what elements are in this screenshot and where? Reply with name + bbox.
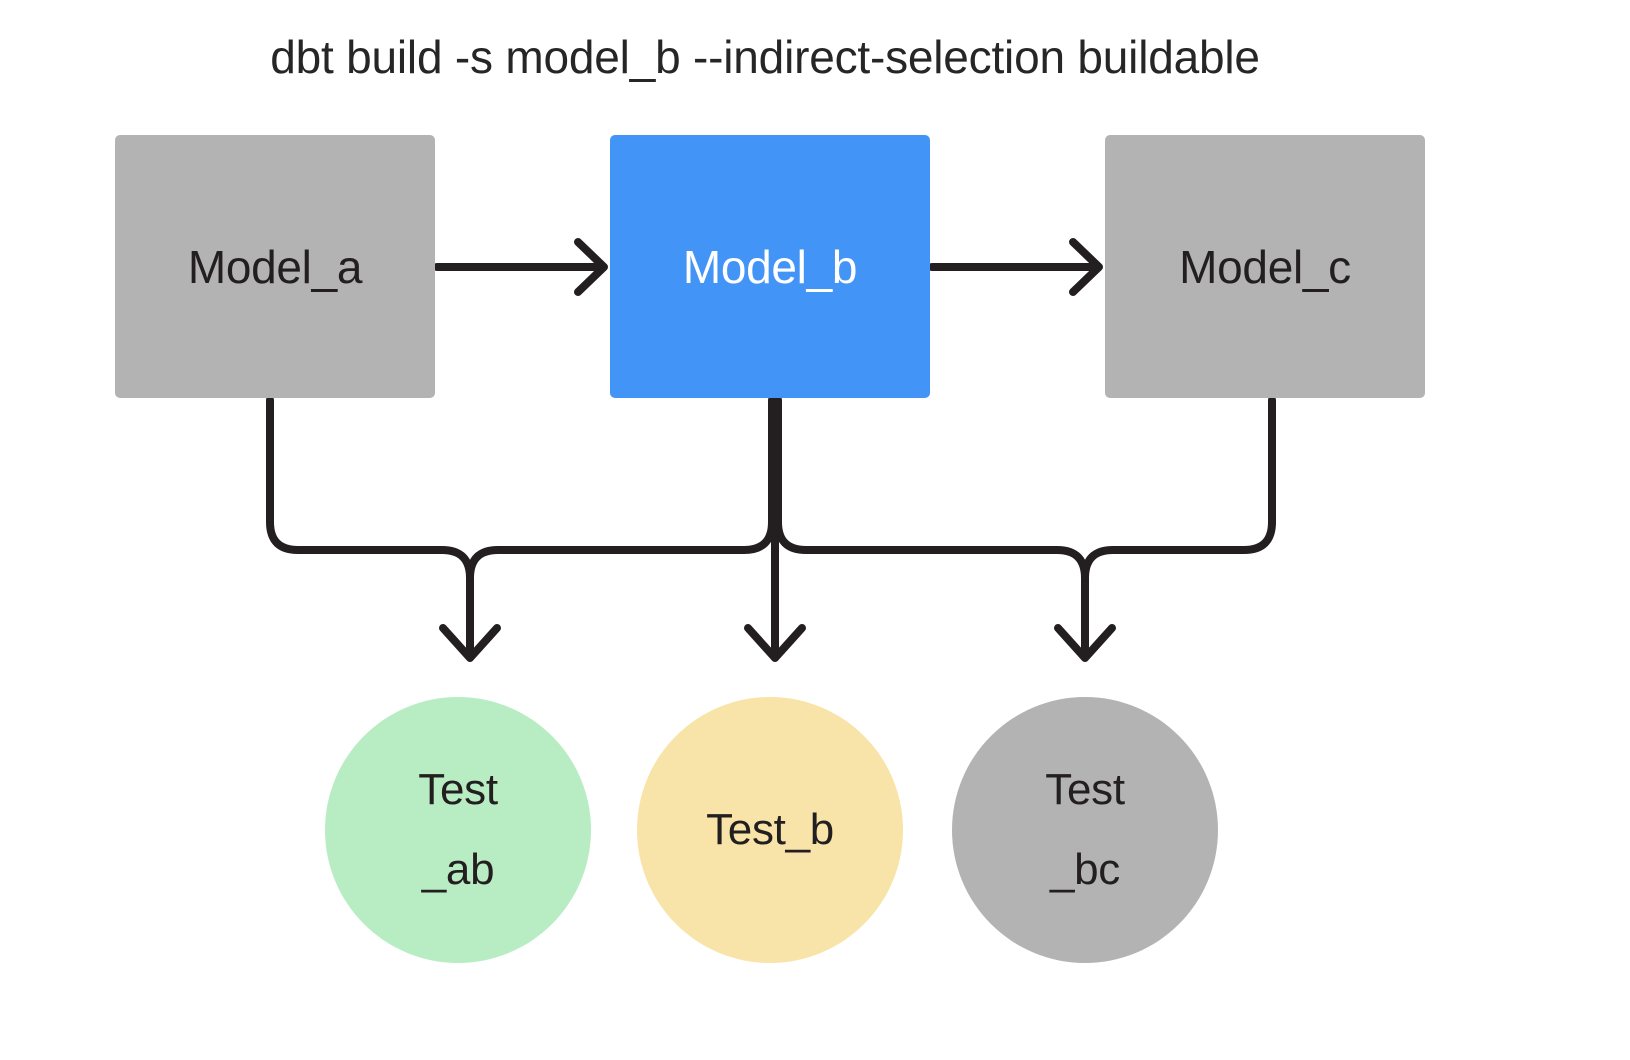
arrowhead-to-test-bc bbox=[1054, 624, 1116, 662]
model-label-model-a: Model_a bbox=[187, 240, 363, 293]
edge-model-a-to-test-ab bbox=[266, 396, 474, 656]
test-label-test-ab: Test _ab bbox=[418, 750, 498, 910]
edge-model-b-to-test-bc bbox=[774, 396, 1089, 656]
arrowhead-model-b-to-model-c bbox=[1069, 238, 1103, 296]
page-title: dbt build -s model_b --indirect-selectio… bbox=[270, 31, 1260, 83]
model-node-model-c[interactable]: Model_c bbox=[1105, 135, 1425, 398]
test-node-test-bc[interactable]: Test _bc bbox=[952, 697, 1218, 963]
test-label-line-2: _ab bbox=[421, 845, 495, 894]
test-label-test-b: Test_b bbox=[706, 790, 834, 870]
arrowhead-to-test-b bbox=[744, 624, 806, 662]
arrowhead-model-a-to-model-b bbox=[574, 238, 608, 296]
model-node-model-b[interactable]: Model_b bbox=[610, 135, 930, 398]
model-node-model-a[interactable]: Model_a bbox=[115, 135, 435, 398]
test-label-line-1: Test bbox=[1045, 765, 1125, 814]
model-label-model-b: Model_b bbox=[682, 240, 858, 293]
arrowhead-to-test-ab bbox=[439, 624, 501, 662]
test-label-line-1: Test bbox=[418, 765, 498, 814]
edge-model-b-to-test-ab bbox=[466, 396, 776, 582]
edge-model-c-to-test-bc bbox=[1081, 396, 1276, 582]
model-label-model-c: Model_c bbox=[1179, 240, 1351, 293]
test-label-line-2: _bc bbox=[1049, 845, 1121, 894]
test-node-test-b[interactable]: Test_b bbox=[637, 697, 903, 963]
test-label-line-1: Test_b bbox=[706, 805, 834, 854]
test-label-test-bc: Test _bc bbox=[1045, 750, 1125, 910]
test-node-test-ab[interactable]: Test _ab bbox=[325, 697, 591, 963]
